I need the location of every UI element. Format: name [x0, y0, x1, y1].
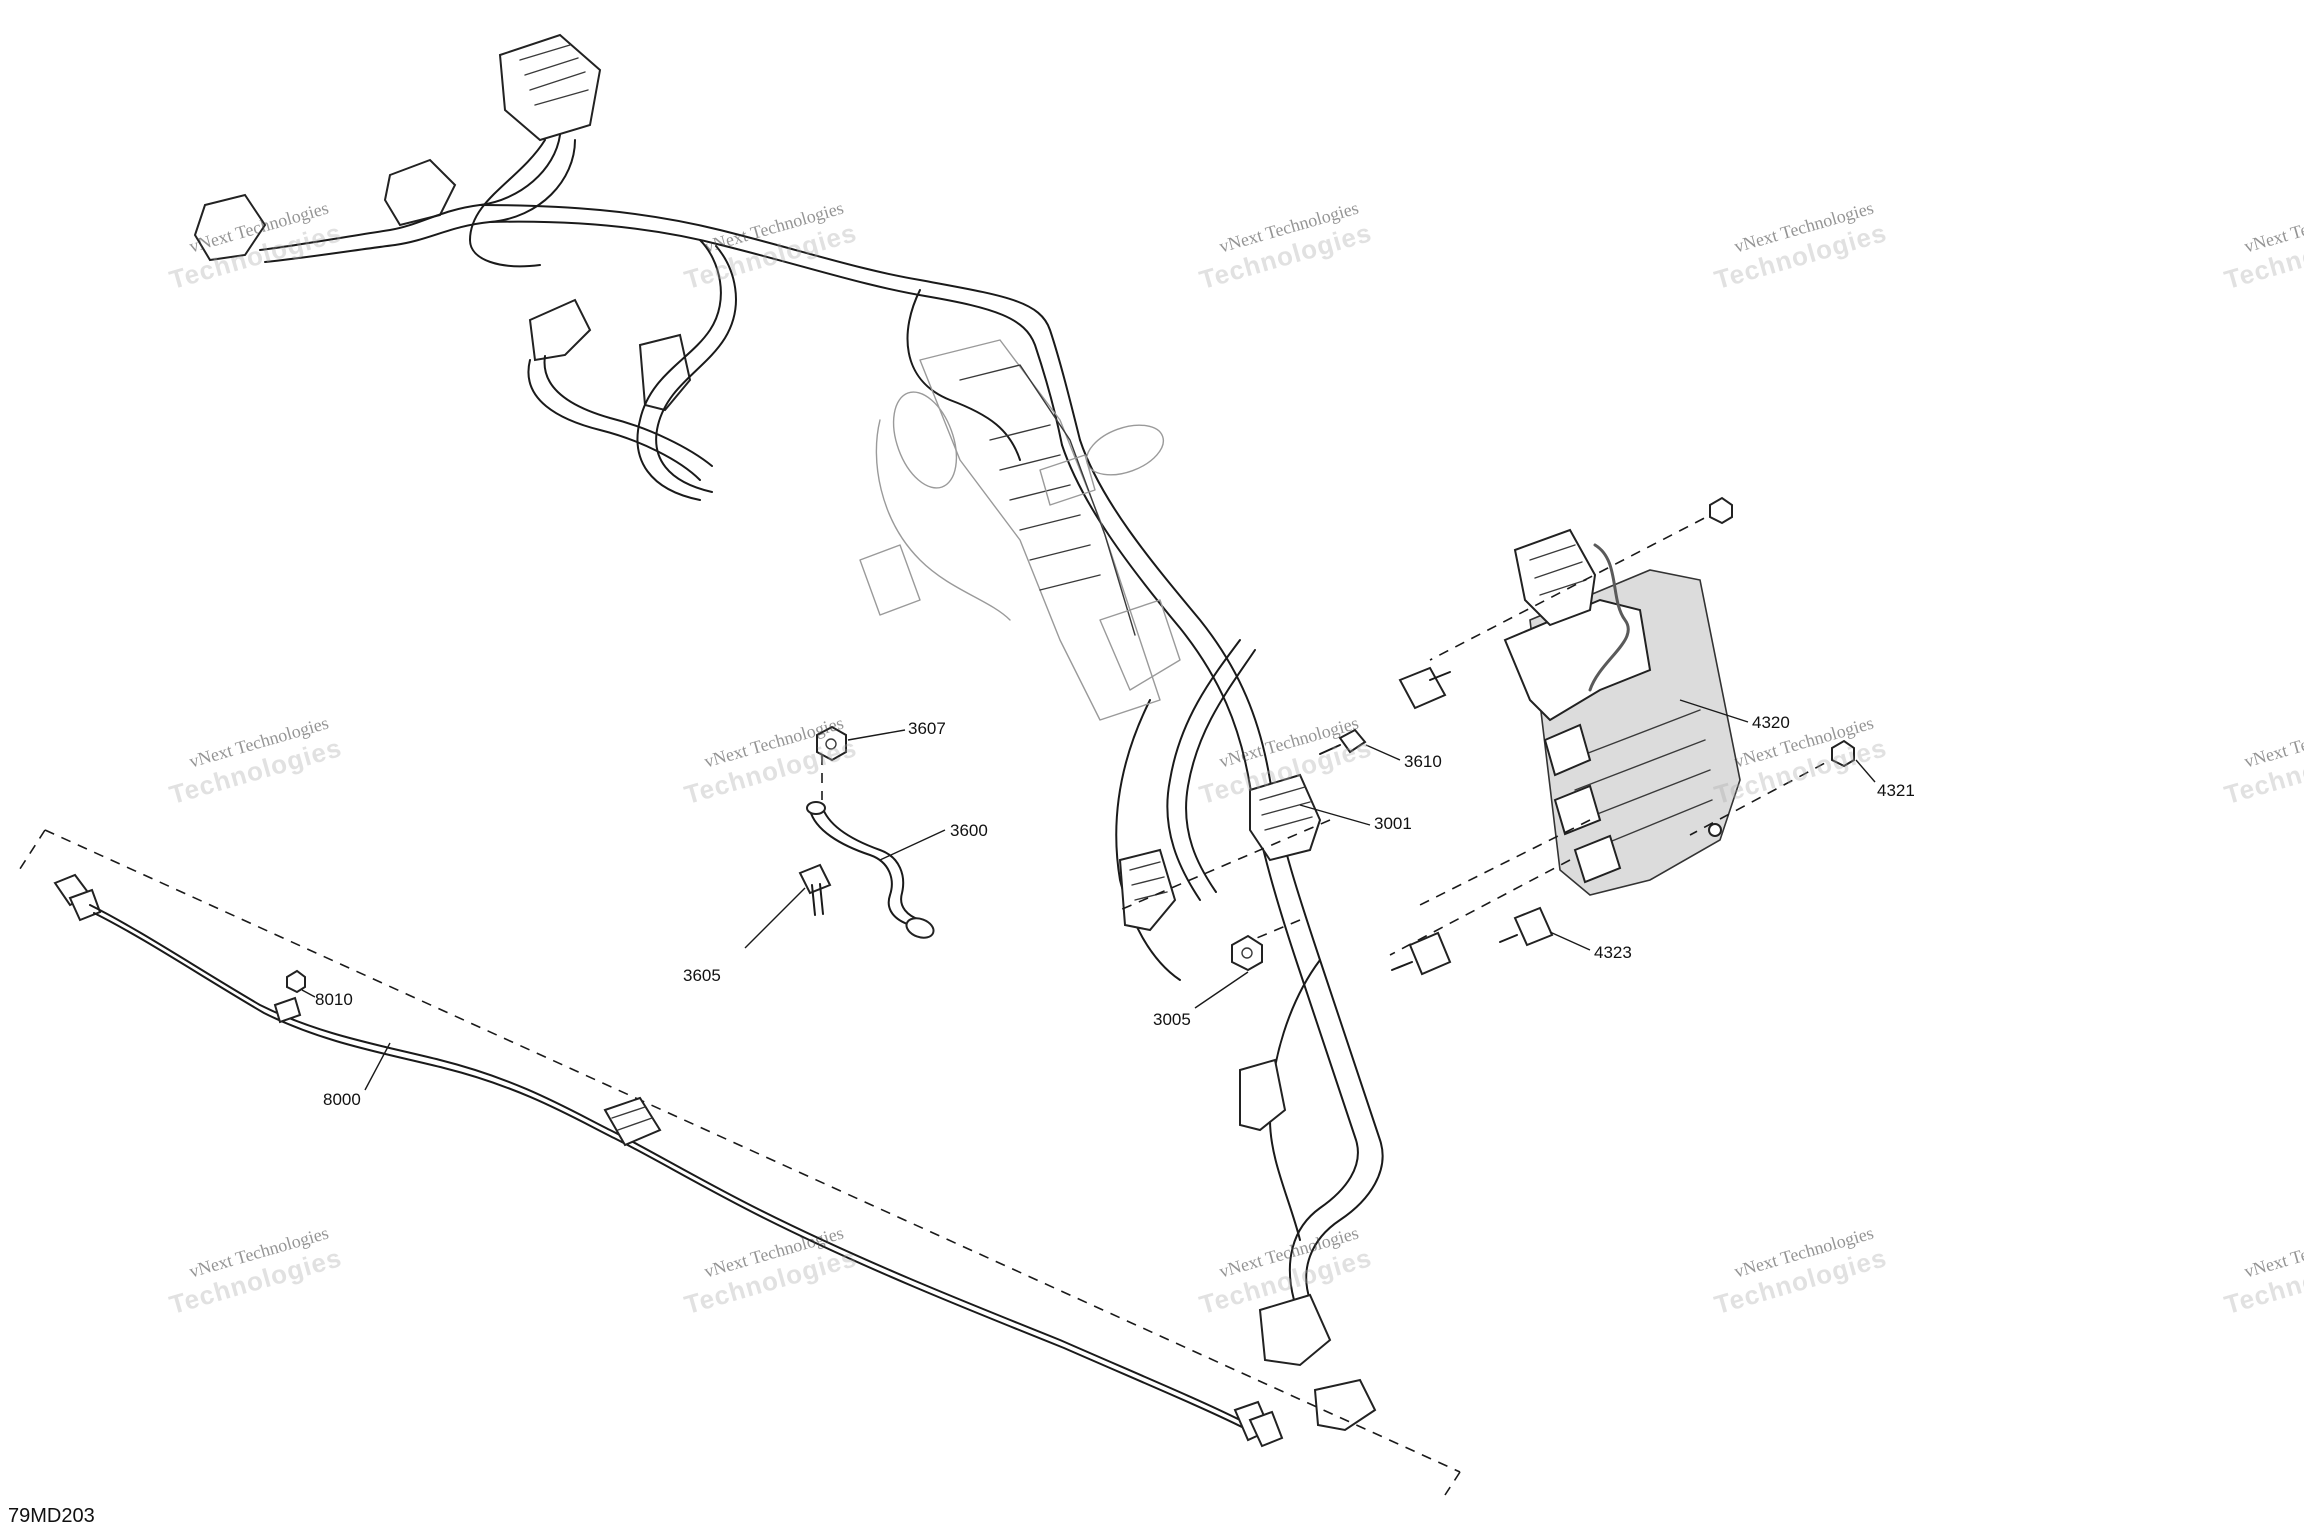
ecu-bracket-assembly	[859, 339, 1322, 862]
ground-strap-3600	[806, 801, 935, 939]
callout-4320: 4320	[1752, 713, 1790, 732]
main-wiring-harness	[193, 33, 1384, 1432]
callout-3610: 3610	[1404, 752, 1442, 771]
callout-3001: 3001	[1374, 814, 1412, 833]
callout-3607: 3607	[908, 719, 946, 738]
callout-8000: 8000	[323, 1090, 361, 1109]
callout-8010: 8010	[315, 990, 353, 1009]
fasteners	[286, 496, 1855, 994]
module-4320	[1503, 528, 1741, 896]
callout-3600: 3600	[950, 821, 988, 840]
callout-4321: 4321	[1877, 781, 1915, 800]
leader-lines	[301, 699, 1876, 1091]
callout-3005: 3005	[1153, 1010, 1191, 1029]
wiring-harness-8000	[53, 873, 1284, 1448]
diagram-code: 79MD203	[8, 1505, 95, 1527]
callout-3605: 3605	[683, 966, 721, 985]
callout-4323: 4323	[1594, 943, 1632, 962]
